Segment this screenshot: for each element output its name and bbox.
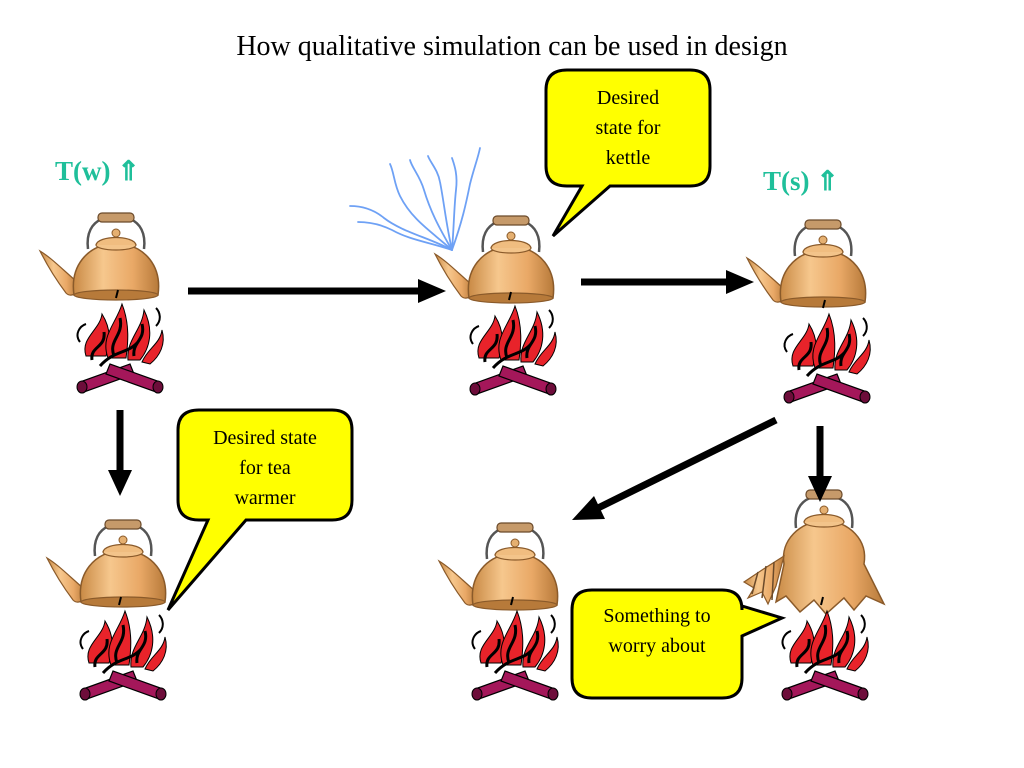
callout-kettle: Desired state for kettle xyxy=(544,68,712,238)
kettle-icon xyxy=(38,211,160,302)
callout-worry-line2: worry about xyxy=(608,635,706,657)
arrow-desired-to-stove-hot xyxy=(581,270,754,294)
campfire-icon xyxy=(470,595,560,702)
campfire-icon xyxy=(782,298,872,405)
arrow-warm-to-desired xyxy=(188,279,446,303)
kettle-icon xyxy=(45,518,167,609)
callout-tea-warmer-line2: for tea xyxy=(239,457,291,479)
water-temp-label: T(w) ⇑ xyxy=(55,156,140,186)
callout-tea-warmer: Desired state for tea warmer xyxy=(166,408,354,611)
campfire-icon xyxy=(468,290,558,397)
callout-kettle-line3: kettle xyxy=(606,147,651,169)
arrow-down-melted xyxy=(808,426,832,502)
arrow-down-tea-warmer xyxy=(108,410,132,496)
callout-kettle-line1: Desired xyxy=(597,87,659,109)
arrow-diagonal-back xyxy=(572,416,778,520)
campfire-icon xyxy=(75,288,165,395)
page-title: How qualitative simulation can be used i… xyxy=(236,31,787,62)
stove-temp-label: T(s) ⇑ xyxy=(763,166,839,196)
callout-worry: Something to worry about xyxy=(570,588,787,700)
melted-kettle-icon xyxy=(742,489,886,616)
kettle-icon xyxy=(745,218,867,309)
callout-tea-warmer-line3: warmer xyxy=(234,487,295,509)
callout-kettle-line2: state for xyxy=(596,117,661,139)
campfire-icon xyxy=(78,595,168,702)
callout-tea-warmer-line1: Desired state xyxy=(213,427,317,449)
callout-worry-line1: Something to xyxy=(603,605,710,627)
kettle-icon xyxy=(437,521,559,612)
steam-icon xyxy=(349,147,481,251)
